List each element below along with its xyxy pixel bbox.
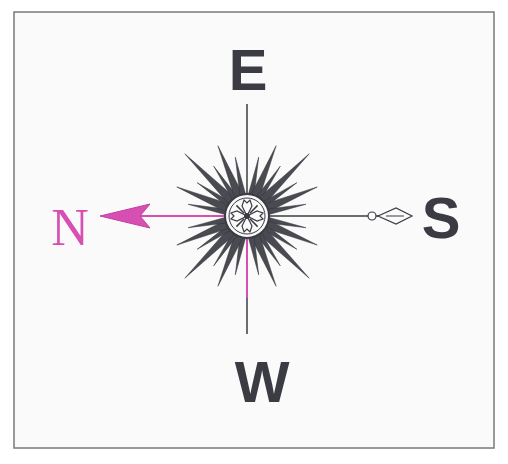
north-shaft xyxy=(140,215,227,217)
axis-line xyxy=(246,238,248,298)
cross-ray xyxy=(250,219,258,227)
direction-label: W xyxy=(235,353,290,411)
rose-rays xyxy=(100,104,412,334)
cross-ray xyxy=(250,205,258,213)
north-arrowhead xyxy=(100,204,150,228)
rose-center xyxy=(225,194,269,238)
rose-spike xyxy=(258,154,309,205)
rose-spike xyxy=(185,227,236,278)
center-ring xyxy=(229,198,265,234)
rose-spike xyxy=(185,154,236,205)
arrow-fletching xyxy=(378,208,412,224)
center-ring xyxy=(225,194,269,238)
tail-ring xyxy=(368,212,376,220)
cross-ray xyxy=(236,219,244,227)
direction-label: E xyxy=(229,41,268,99)
direction-label: N xyxy=(51,202,89,254)
rose-spike xyxy=(188,217,228,228)
rose-spike xyxy=(235,157,246,197)
rose-spike xyxy=(248,235,259,275)
cross-ray xyxy=(236,205,244,213)
center-dot xyxy=(244,213,250,219)
frame xyxy=(14,12,494,448)
rose-spike xyxy=(258,227,309,278)
direction-label: S xyxy=(422,189,461,247)
rose-spike xyxy=(266,204,306,215)
